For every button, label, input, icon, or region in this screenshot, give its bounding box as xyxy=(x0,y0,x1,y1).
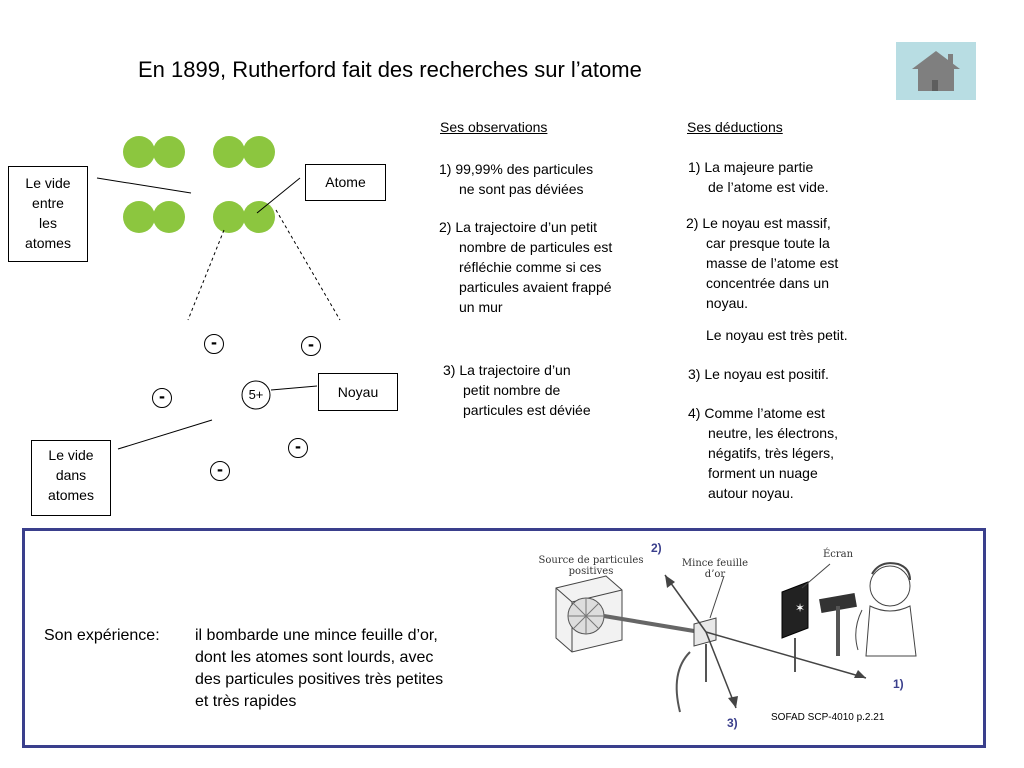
atom-diagram xyxy=(96,136,341,450)
electron: - xyxy=(288,437,308,458)
deduction-3: 3) Le noyau est positif. xyxy=(688,366,829,382)
screen-label: Écran xyxy=(822,549,854,560)
atom-circle xyxy=(243,136,275,168)
experiment-description: il bombarde une mince feuille d’or, dont… xyxy=(195,627,444,710)
source-label: Source de particules positives xyxy=(538,555,644,577)
atom-circle xyxy=(213,136,245,168)
label-atome: Atome xyxy=(305,164,386,201)
path-straight-arrow xyxy=(705,631,867,679)
label-noyau: Noyau xyxy=(318,373,398,411)
atom-circle xyxy=(243,201,275,233)
foil-label: Mince feuille d’or xyxy=(681,558,749,580)
nucleus xyxy=(241,380,271,410)
electron: - xyxy=(210,460,230,481)
observations-heading: Ses observations xyxy=(440,119,548,135)
screen xyxy=(781,581,809,639)
home-button[interactable] xyxy=(896,42,976,100)
deduction-noyau-petit: Le noyau est très petit. xyxy=(706,327,848,343)
label-vide-dans-atomes: Le vide dans atomes xyxy=(31,440,111,516)
label-vide-entre-atomes: Le vide entre les atomes xyxy=(8,166,88,262)
svg-text:✶: ✶ xyxy=(795,601,805,615)
observer xyxy=(819,562,917,657)
observation-3: 3) La trajectoire d’un petit nombre de p… xyxy=(443,362,591,418)
pointer-line xyxy=(96,177,192,194)
deduction-4: 4) Comme l’atome est neutre, les électro… xyxy=(688,405,838,501)
electron: - xyxy=(152,387,172,408)
observation-2: 2) La trajectoire d’un petit nombre de p… xyxy=(439,219,613,315)
atom-circle xyxy=(153,136,185,168)
atom-circle xyxy=(153,201,185,233)
deduction-2: 2) Le noyau est massif, car presque tout… xyxy=(686,215,839,311)
path-label-3: 3) xyxy=(727,716,738,730)
page-title: En 1899, Rutherford fait des recherches … xyxy=(138,57,642,82)
path-reflected-arrow xyxy=(664,574,707,633)
observation-1: 1) 99,99% des particules ne sont pas dév… xyxy=(439,161,594,197)
path-label-2: 2) xyxy=(651,541,662,555)
zoom-line xyxy=(187,229,225,321)
beam xyxy=(603,614,701,634)
atom-circle xyxy=(123,201,155,233)
deduction-1: 1) La majeure partie de l’atome est vide… xyxy=(688,159,829,195)
pointer-line xyxy=(256,177,301,214)
atom-circles xyxy=(123,136,275,233)
electron: - xyxy=(301,335,321,356)
gold-foil xyxy=(693,617,717,647)
house-icon xyxy=(912,51,960,91)
pointer-line xyxy=(117,419,213,450)
path-label-1: 1) xyxy=(893,677,904,691)
path-deviated-arrow xyxy=(705,631,737,709)
reference: SOFAD SCP-4010 p.2.21 xyxy=(771,712,885,723)
experiment-prefix: Son expérience: xyxy=(44,627,160,644)
deductions-heading: Ses déductions xyxy=(687,119,783,135)
pointer-line xyxy=(270,385,318,391)
particle-source xyxy=(555,575,623,653)
atom-circle xyxy=(123,136,155,168)
electron: - xyxy=(204,333,224,354)
atom-circle xyxy=(213,201,245,233)
experiment-illustration: ✶ xyxy=(555,562,917,713)
zoom-line xyxy=(275,209,341,321)
experiment-frame xyxy=(22,528,986,748)
nucleus-charge: 5+ xyxy=(248,387,264,402)
